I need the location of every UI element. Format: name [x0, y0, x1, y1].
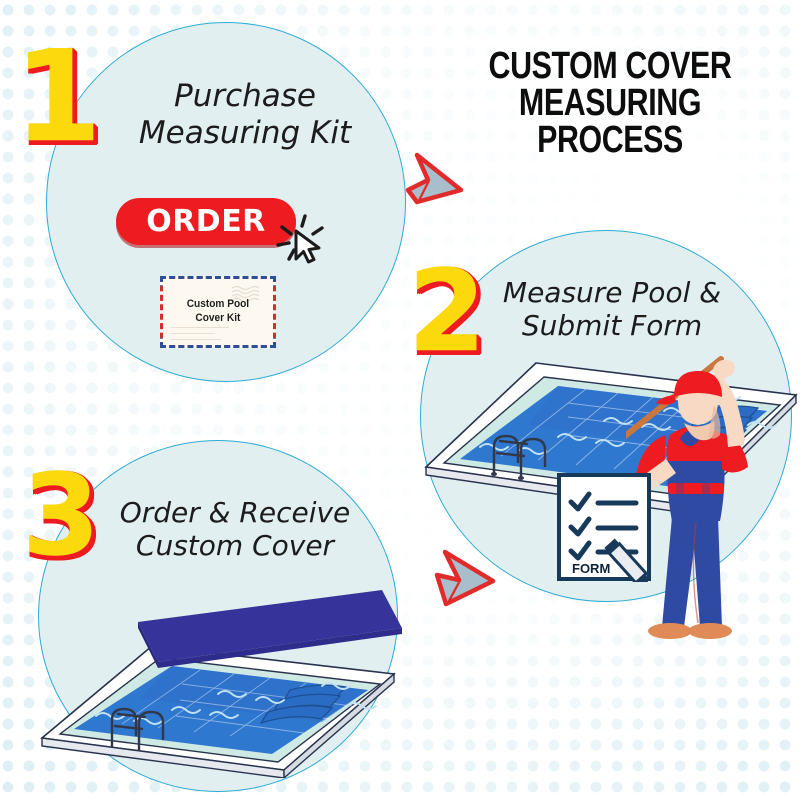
order-button[interactable]: ORDER — [116, 198, 296, 245]
swimming-pool-with-cover-illustration — [40, 590, 402, 778]
step-2-number: 2 — [408, 247, 486, 377]
worker-measuring-pool-illustration — [626, 356, 748, 639]
mail-envelope-icon: Custom Pool Cover Kit — [160, 276, 276, 348]
step-1-number: 1 — [14, 23, 102, 170]
form-label: FORM — [572, 561, 610, 576]
page-title: CUSTOM COVER MEASURING PROCESS — [488, 45, 732, 162]
cursor-click-icon — [276, 214, 324, 264]
arrow-marker-icon-2 — [434, 549, 496, 607]
step-1-caption: Purchase Measuring Kit — [138, 78, 352, 151]
envelope-label: Custom Pool Cover Kit — [186, 298, 250, 324]
step-3-number: 3 — [22, 451, 100, 581]
postmark-waves-icon — [231, 285, 260, 303]
pool-cover-shape — [138, 590, 402, 668]
order-button-label: ORDER — [146, 204, 266, 239]
step-3-caption: Order & Receive Custom Cover — [119, 496, 351, 563]
arrow-marker-icon-1 — [405, 152, 464, 205]
form-checklist-icon: FORM — [557, 473, 651, 582]
step-2-caption: Measure Pool & Submit Form — [502, 276, 722, 343]
